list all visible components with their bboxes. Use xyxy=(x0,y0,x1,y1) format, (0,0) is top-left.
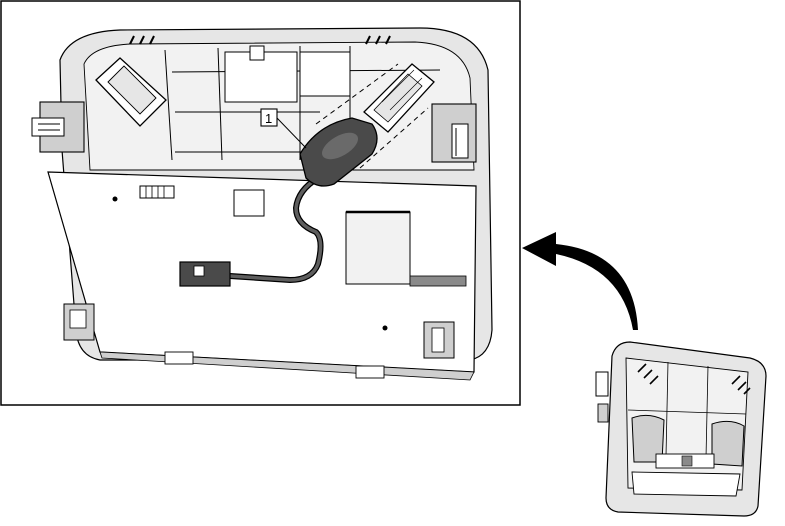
cable-plug-connector xyxy=(179,261,231,287)
right-lamp-lens xyxy=(711,420,745,467)
rear-cover-ribs xyxy=(164,45,441,161)
panel-cutout xyxy=(233,189,265,217)
screw-hole-right xyxy=(382,325,388,331)
panel-header-connector xyxy=(139,185,175,199)
front-lower-trim xyxy=(631,471,741,497)
lower-left-clip xyxy=(63,303,95,341)
front-side-tab xyxy=(597,403,609,423)
direction-arrow xyxy=(522,232,638,330)
console-rear-assembly: 1 xyxy=(31,27,493,381)
callout-label: 1 xyxy=(265,111,272,126)
right-mounting-clip xyxy=(431,103,477,163)
panel-foot-right xyxy=(355,365,385,379)
sensor-cable-core xyxy=(228,176,323,282)
front-vent-slots xyxy=(637,363,751,395)
front-side-clip xyxy=(595,371,609,397)
left-harness-connector xyxy=(95,57,167,127)
console-front-overview xyxy=(595,341,767,517)
lower-right-clip xyxy=(423,321,455,359)
front-button-center xyxy=(681,455,693,467)
removal-guide-lines xyxy=(315,63,429,169)
callout-1: 1 xyxy=(260,108,307,149)
screw-hole-left xyxy=(112,196,118,202)
right-module-block xyxy=(345,210,467,287)
sensor-highlight xyxy=(321,132,359,160)
top-vent-slots xyxy=(129,35,391,45)
left-mounting-clip xyxy=(31,101,85,153)
arrow-shaft xyxy=(522,232,638,330)
panel-foot-left xyxy=(164,351,194,365)
right-lamp-connector xyxy=(363,63,435,133)
